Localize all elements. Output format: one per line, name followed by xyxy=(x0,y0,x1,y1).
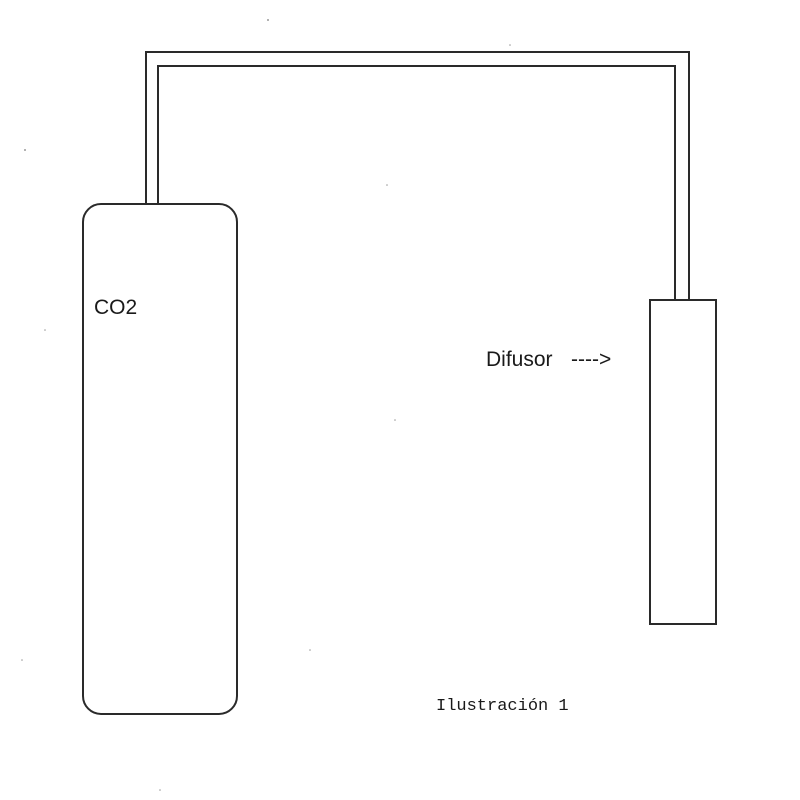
pipe-inner-line xyxy=(157,65,676,300)
co2-cylinder xyxy=(82,203,238,715)
diffuser-arrow: ----> xyxy=(571,348,611,371)
co2-label: CO2 xyxy=(94,296,137,319)
figure-caption: Ilustración 1 xyxy=(436,697,569,716)
scan-specks xyxy=(21,19,511,791)
diffuser xyxy=(649,299,717,625)
diffuser-label: Difusor xyxy=(486,348,553,371)
pipe-outer-line xyxy=(145,51,690,300)
